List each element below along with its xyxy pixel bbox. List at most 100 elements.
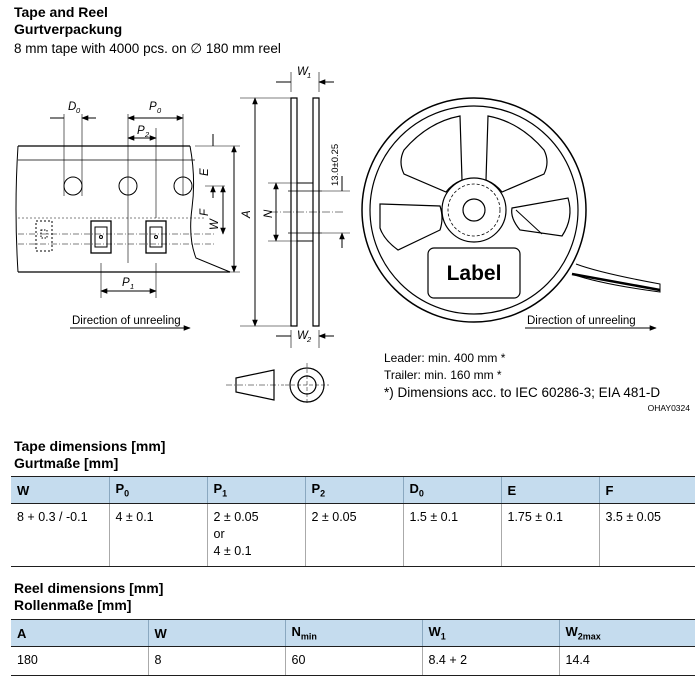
note-footnote: *) Dimensions acc. to IEC 60286-3; EIA 4… <box>384 385 661 400</box>
column-header: W <box>11 476 109 504</box>
cell-value: 2 ± 0.05 <box>213 510 259 524</box>
label-e: E <box>199 168 211 176</box>
section-title-de: Gurtverpackung <box>14 21 123 37</box>
column-header: D0 <box>402 476 501 504</box>
column-header-symbol: F <box>605 482 614 498</box>
label-n: N <box>263 209 275 218</box>
label-p1-sub: 1 <box>130 282 134 291</box>
cell-value: 4 ± 0.1 <box>115 510 154 524</box>
column-header-symbol: E <box>507 482 517 498</box>
tape-table-title: Tape dimensions [mm] <box>14 438 166 454</box>
column-header-subscript: 2 <box>320 488 326 499</box>
note-trailer: Trailer: min. 160 mm * <box>384 368 502 382</box>
column-header-symbol: P <box>311 481 321 497</box>
direction-of-unreeling-right: Direction of unreeling <box>527 315 636 327</box>
table-cell: 14.4 <box>558 646 695 676</box>
reel-side-view <box>240 72 350 348</box>
cell-value: 14.4 <box>565 653 590 667</box>
column-header: W1 <box>421 619 559 647</box>
column-header-subscript: 0 <box>124 488 130 499</box>
cell-value: 2 ± 0.05 <box>311 510 357 524</box>
cell-value: 8 <box>154 653 162 667</box>
cell-value: or <box>213 527 225 541</box>
label-w2-sub: 2 <box>306 335 312 344</box>
component-pocket <box>145 220 167 254</box>
table-cell: 4 ± 0.1 <box>108 503 207 567</box>
tape-table-title-de: Gurtmaße [mm] <box>14 455 119 471</box>
column-header-subscript: 1 <box>440 631 446 642</box>
label-p2-sub: 2 <box>144 130 150 139</box>
label-w1: W <box>297 66 309 78</box>
table-cell: 8 + 0.3 / -0.1 <box>11 503 109 567</box>
label-hub-diameter: 13.0±0.25 <box>330 144 341 186</box>
label-d0-sub: 0 <box>76 106 81 115</box>
column-header-symbol: W <box>17 482 30 498</box>
column-header-subscript: 0 <box>418 488 424 499</box>
column-header-subscript: 1 <box>222 488 228 499</box>
hub-detail <box>226 363 329 403</box>
direction-of-unreeling-left: Direction of unreeling <box>72 315 181 327</box>
column-header: P0 <box>108 476 207 504</box>
column-header-symbol: W <box>154 625 167 641</box>
label-a: A <box>241 210 253 219</box>
column-header-symbol: P <box>115 481 125 497</box>
column-header-symbol: D <box>409 481 419 497</box>
column-header-symbol: W <box>565 624 578 640</box>
table-cell: 3.5 ± 0.05 <box>598 503 695 567</box>
column-header: Nmin <box>284 619 422 647</box>
column-header: P2 <box>304 476 403 504</box>
table-cell: 1.75 ± 0.1 <box>500 503 599 567</box>
cell-value: 180 <box>17 653 38 667</box>
table-cell: 1.5 ± 0.1 <box>402 503 501 567</box>
column-header: E <box>500 476 599 504</box>
column-header-subscript: min <box>300 631 317 642</box>
label-p0-sub: 0 <box>157 106 162 115</box>
label-p0: P <box>149 101 157 113</box>
table-cell: 60 <box>284 646 422 676</box>
tape-reel-drawing: D 0 P 0 P 2 P 1 E F W Direction of unree… <box>15 66 661 403</box>
cell-value: 3.5 ± 0.05 <box>605 510 662 524</box>
package-description: 8 mm tape with 4000 pcs. on ∅ 180 mm ree… <box>14 41 281 56</box>
component-pocket <box>90 220 112 254</box>
label-w1-sub: 1 <box>307 71 311 80</box>
reel-table-title: Reel dimensions [mm] <box>14 580 164 596</box>
cell-value: 1.75 ± 0.1 <box>507 510 564 524</box>
reel-table-title-de: Rollenmaße [mm] <box>14 597 132 613</box>
column-header-symbol: N <box>291 624 301 640</box>
table-cell: 8 <box>147 646 285 676</box>
column-header-symbol: A <box>17 625 27 641</box>
column-header: W <box>147 619 285 647</box>
section-title: Tape and Reel <box>14 4 108 20</box>
sprocket-hole <box>63 176 83 196</box>
reel-label-text: Label <box>447 262 502 285</box>
column-header-symbol: W <box>428 624 441 640</box>
cell-value: 8.4 + 2 <box>428 653 468 667</box>
cell-value: 4 ± 0.1 <box>213 544 252 558</box>
cell-value: 8 + 0.3 / -0.1 <box>17 510 88 524</box>
table-cell: 180 <box>11 646 148 676</box>
label-w: W <box>209 218 221 230</box>
column-header-symbol: P <box>213 481 223 497</box>
label-d0: D <box>68 101 76 113</box>
tape-view <box>15 114 240 331</box>
column-header: P1 <box>206 476 305 504</box>
table-cell: 2 ± 0.05 or 4 ± 0.1 <box>206 503 305 567</box>
column-header: W2max <box>558 619 695 647</box>
label-w2: W <box>297 330 309 342</box>
table-cell: 8.4 + 2 <box>421 646 559 676</box>
drawing-code: OHAY0324 <box>647 403 690 413</box>
column-header-subscript: 2max <box>577 631 601 642</box>
table-cell: 2 ± 0.05 <box>304 503 403 567</box>
column-header: F <box>598 476 695 504</box>
label-p1: P <box>122 277 130 289</box>
cell-value: 1.5 ± 0.1 <box>409 510 459 524</box>
cell-value: 60 <box>291 653 306 667</box>
column-header: A <box>11 619 148 647</box>
label-f: F <box>199 208 211 216</box>
component-pocket <box>35 220 53 252</box>
note-leader: Leader: min. 400 mm * <box>384 351 506 365</box>
label-p2: P <box>137 125 145 137</box>
reel-front-view <box>361 97 661 323</box>
